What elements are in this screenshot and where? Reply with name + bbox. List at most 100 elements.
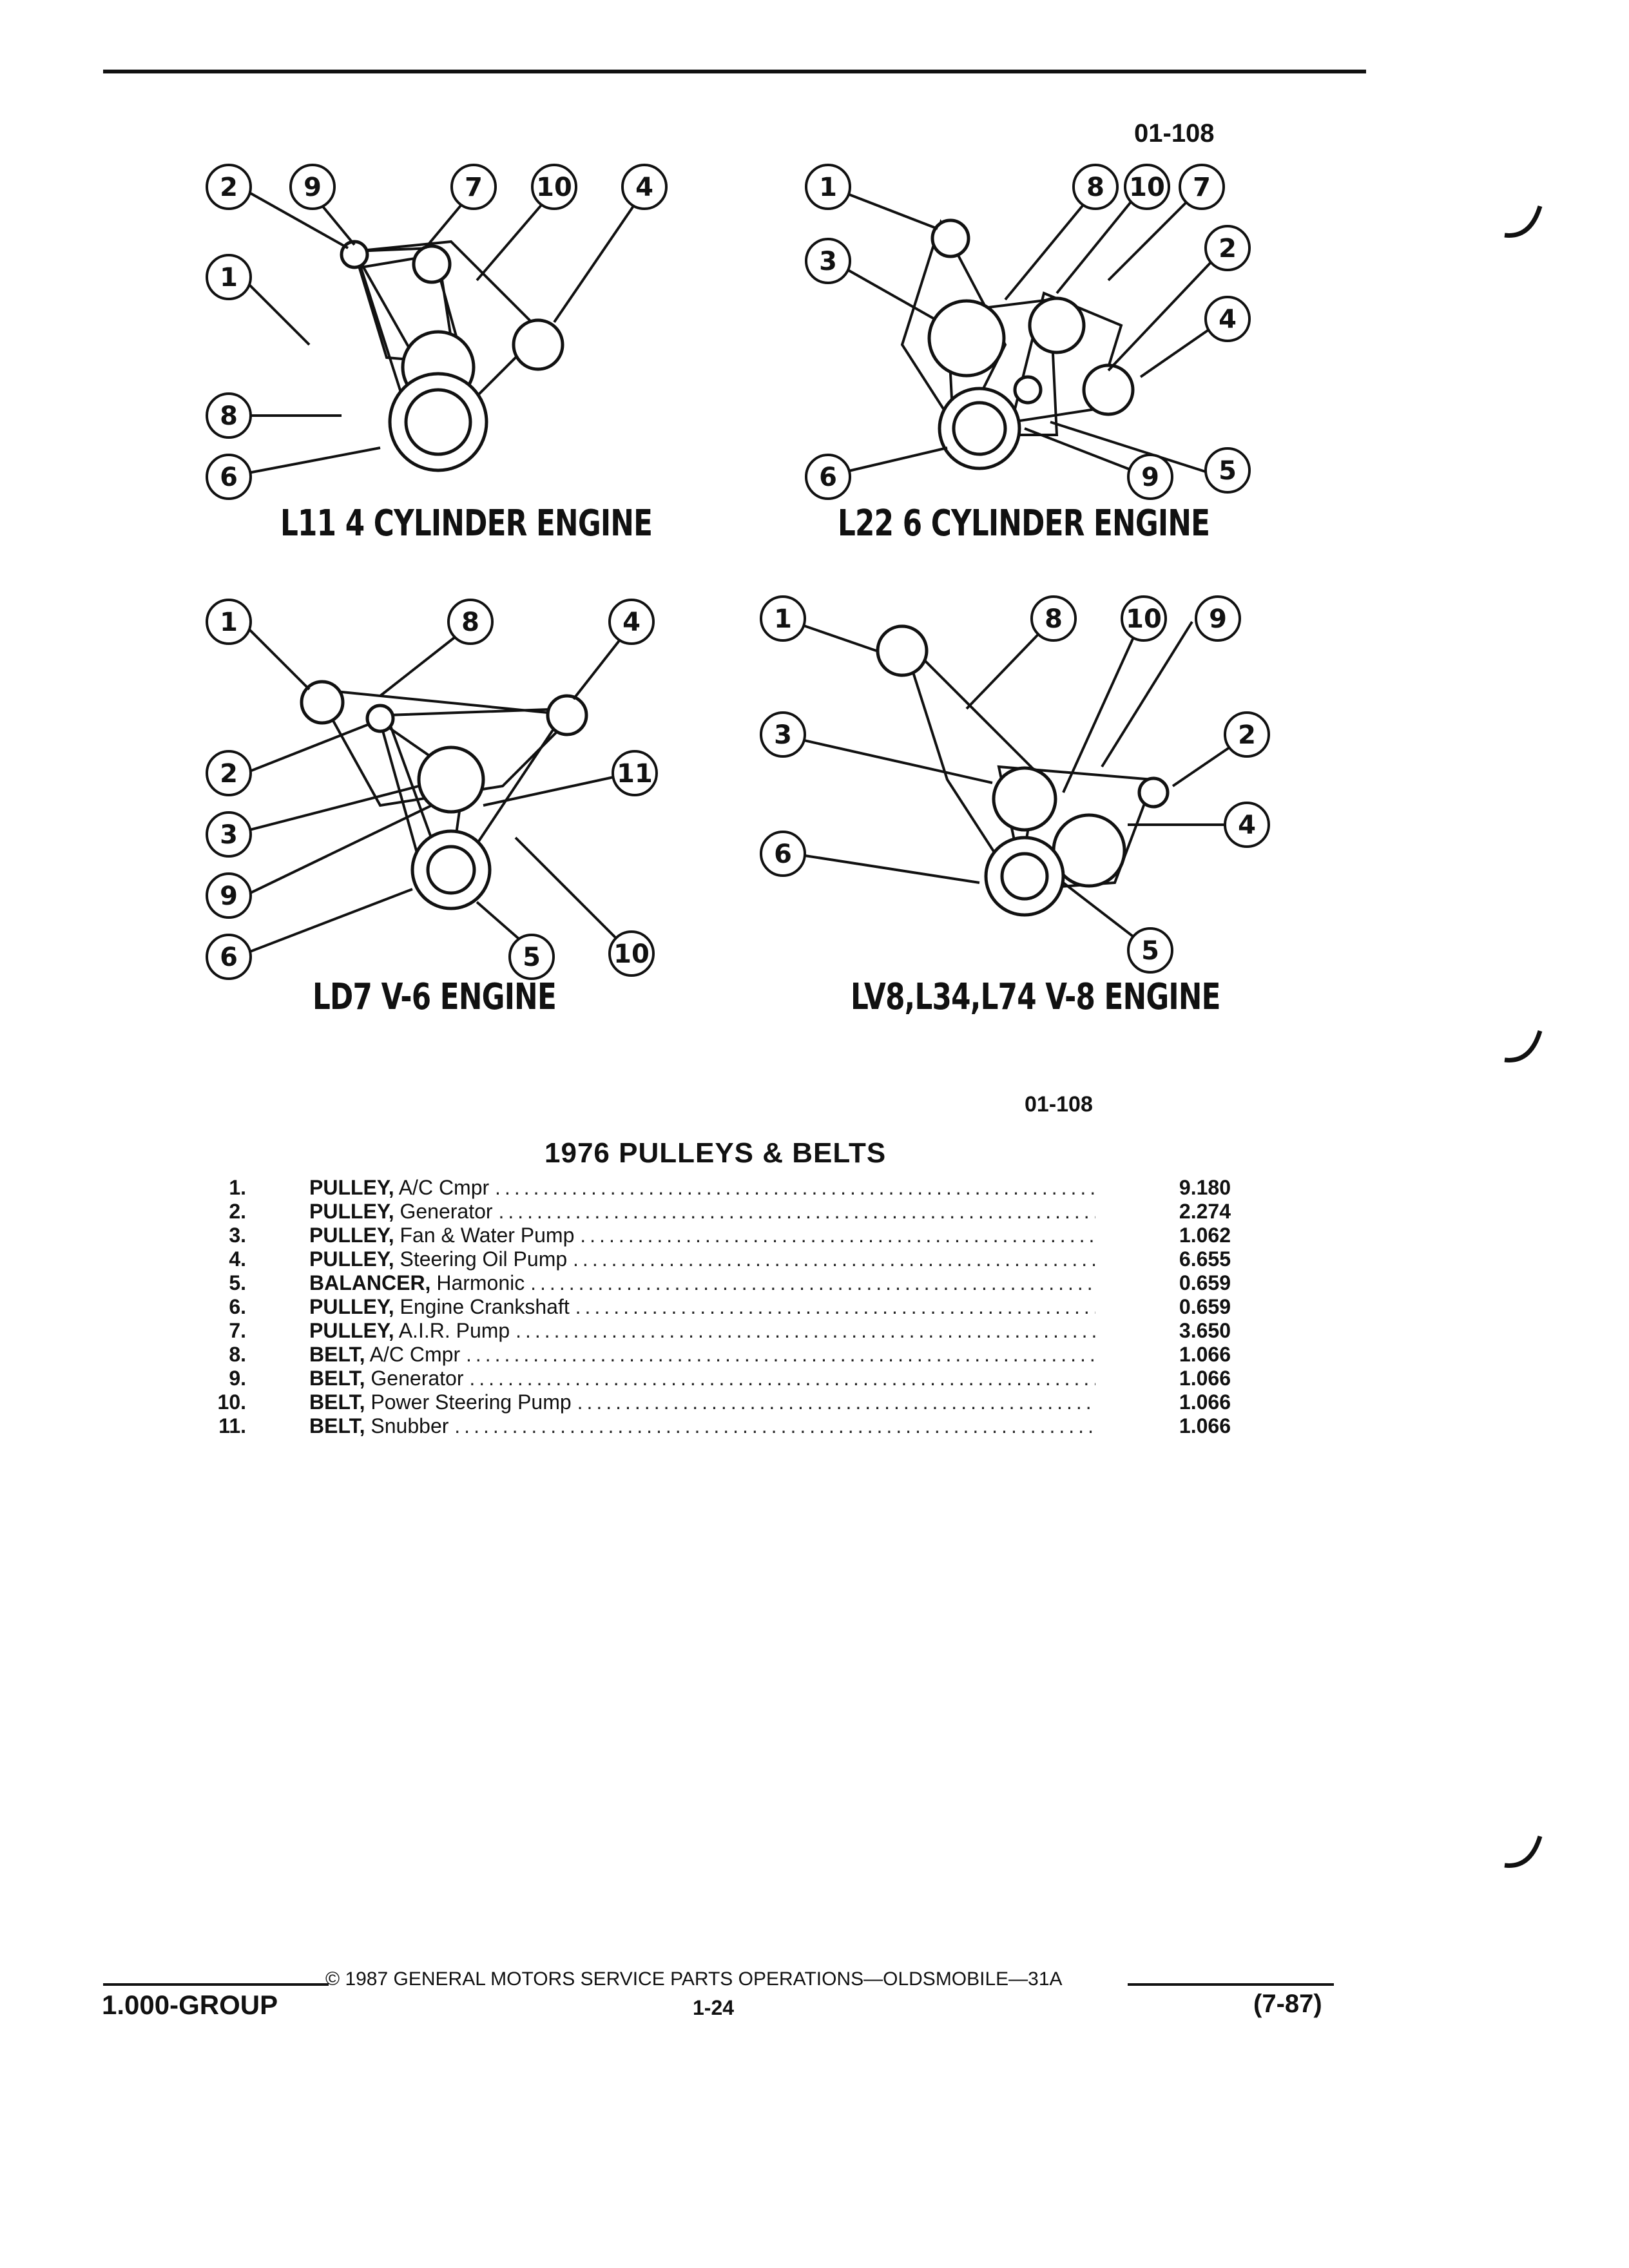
callout-circle — [1179, 164, 1225, 210]
table-row: 9.BELT, Generator ......................… — [229, 1367, 1231, 1390]
svg-text:9: 9 — [304, 173, 322, 202]
callout-circle — [1124, 164, 1170, 210]
table-row: 3.PULLEY, Fan & Water Pump .............… — [229, 1224, 1231, 1247]
table-row: 10.BELT, Power Steering Pump ...........… — [217, 1390, 1231, 1414]
callout-circle — [1224, 802, 1270, 848]
pulley-shape — [930, 218, 970, 258]
callout-circle — [760, 595, 806, 642]
pulley-shape — [546, 694, 588, 736]
callout-circle — [1121, 595, 1167, 642]
pulley-shape — [876, 624, 929, 677]
callout-circle — [206, 811, 252, 858]
callout-circle — [1030, 595, 1077, 642]
svg-text:9: 9 — [1141, 463, 1159, 492]
belt-line — [945, 298, 1059, 436]
diagram-caption-ld7: LD7 V-6 ENGINE — [313, 976, 557, 1018]
pulley-shape — [1137, 776, 1170, 809]
table-row: 2.PULLEY, Generator ....................… — [229, 1200, 1231, 1223]
table-row: 7.PULLEY, A.I.R. Pump ..................… — [229, 1319, 1231, 1342]
table-title: 1976 PULLEYS & BELTS — [545, 1137, 887, 1169]
pulley-shape — [1028, 296, 1086, 354]
callout-circle — [612, 750, 658, 796]
callout-circle — [805, 454, 851, 500]
table-row: 1.PULLEY, A/C Cmpr .....................… — [229, 1176, 1231, 1199]
svg-text:5: 5 — [523, 943, 541, 972]
callout-circle — [1127, 927, 1173, 974]
svg-text:1: 1 — [774, 604, 792, 634]
belt-line — [313, 687, 577, 807]
table-row: 11.BELT, Snubber .......................… — [218, 1414, 1231, 1437]
table-row: 4.PULLEY, Steering Oil Pump ............… — [229, 1247, 1231, 1271]
pulley-shape — [417, 745, 485, 814]
callout-circle — [1127, 454, 1173, 500]
svg-text:1: 1 — [819, 173, 837, 202]
svg-text:3: 3 — [220, 820, 238, 850]
callout-circle — [1204, 296, 1251, 342]
diagram-caption-l11: L11 4 CYLINDER ENGINE — [280, 503, 653, 544]
svg-text:3: 3 — [819, 247, 837, 276]
svg-text:7: 7 — [1193, 173, 1211, 202]
svg-text:9: 9 — [1209, 604, 1227, 634]
callout-circle — [608, 930, 655, 977]
svg-text:6: 6 — [774, 840, 792, 869]
pulley-shape — [512, 318, 564, 371]
callout-circle — [447, 599, 494, 645]
pulley-shape — [412, 244, 452, 284]
callout-circle — [289, 164, 336, 210]
callout-circle — [1204, 225, 1251, 271]
svg-text:5: 5 — [1219, 456, 1237, 486]
svg-text:3: 3 — [774, 720, 792, 750]
footer-page-number: 1-24 — [693, 1996, 735, 2019]
table-row: 6.PULLEY, Engine Crankshaft ............… — [229, 1295, 1231, 1318]
footer-copyright: © 1987 GENERAL MOTORS SERVICE PARTS OPER… — [325, 1968, 1063, 1990]
svg-text:6: 6 — [220, 463, 238, 492]
diagram-l22-6-cylinder: 1 8 10 7 2 3 4 6 9 5 — [805, 164, 1251, 500]
pulley-shape — [1013, 375, 1043, 405]
callout-circle — [206, 164, 252, 210]
top-rule — [103, 70, 1366, 73]
pulley-shape — [365, 704, 395, 733]
callout-circle — [1224, 711, 1270, 758]
svg-text:6: 6 — [819, 463, 837, 492]
svg-text:2: 2 — [220, 759, 238, 789]
callout-circle — [206, 934, 252, 980]
pulley-shape — [1082, 363, 1135, 416]
svg-text:2: 2 — [1219, 234, 1237, 264]
svg-text:4: 4 — [1219, 305, 1237, 334]
pulley-shape — [952, 401, 1007, 456]
lower-figure-id: 01-108 — [1025, 1092, 1093, 1117]
svg-text:10: 10 — [1129, 173, 1165, 202]
binding-mark — [1504, 205, 1543, 238]
svg-text:8: 8 — [220, 401, 238, 431]
svg-text:1: 1 — [220, 263, 238, 293]
svg-text:8: 8 — [1086, 173, 1104, 202]
svg-text:10: 10 — [536, 173, 572, 202]
svg-text:4: 4 — [635, 173, 653, 202]
pulley-shape — [404, 388, 472, 456]
svg-text:10: 10 — [613, 939, 650, 969]
callout-circle — [206, 872, 252, 919]
callout-circle — [508, 934, 555, 980]
pulley-shape — [426, 845, 476, 895]
svg-text:10: 10 — [1126, 604, 1162, 634]
svg-text:2: 2 — [220, 173, 238, 202]
callout-circle — [531, 164, 577, 210]
callout-circle — [608, 599, 655, 645]
svg-text:4: 4 — [1238, 811, 1256, 840]
binding-mark — [1504, 1835, 1543, 1868]
pulley-shape — [300, 680, 345, 725]
footer-rule-left — [103, 1983, 329, 1986]
svg-text:4: 4 — [622, 608, 641, 637]
svg-text:8: 8 — [461, 608, 479, 637]
svg-text:2: 2 — [1238, 720, 1256, 750]
callout-circle — [1195, 595, 1241, 642]
top-figure-id: 01-108 — [1134, 119, 1215, 148]
svg-text:8: 8 — [1045, 604, 1063, 634]
callout-circle — [206, 599, 252, 645]
callout-circle — [805, 238, 851, 284]
footer-group: 1.000-GROUP — [102, 1990, 278, 2020]
pulley-shape — [1000, 852, 1049, 901]
